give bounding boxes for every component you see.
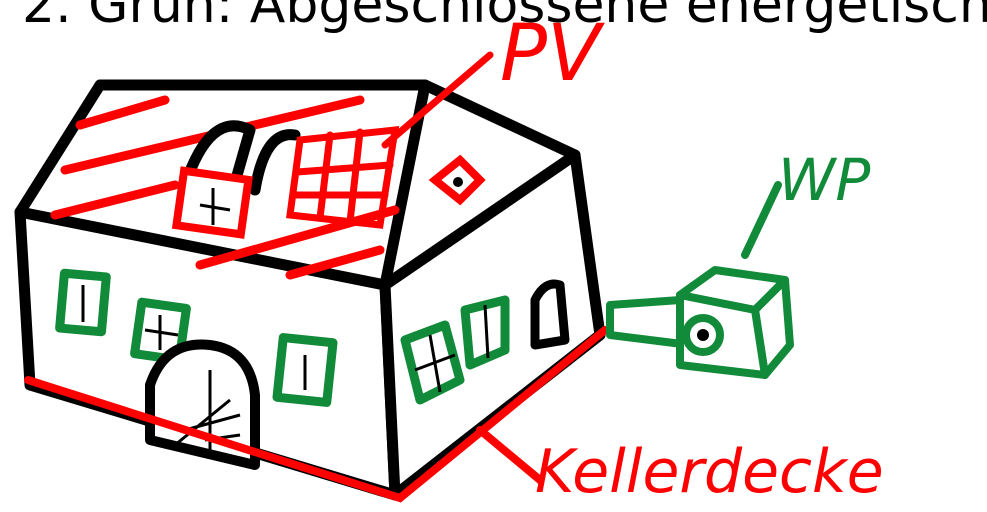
heat-pump-icon — [610, 185, 790, 375]
heat-pump-fan — [697, 329, 709, 341]
side-door — [535, 284, 565, 345]
label-kellerdecke: Kellerdecke — [535, 437, 884, 507]
label-wp: WP — [778, 146, 870, 214]
label-pv: PV — [500, 9, 605, 99]
